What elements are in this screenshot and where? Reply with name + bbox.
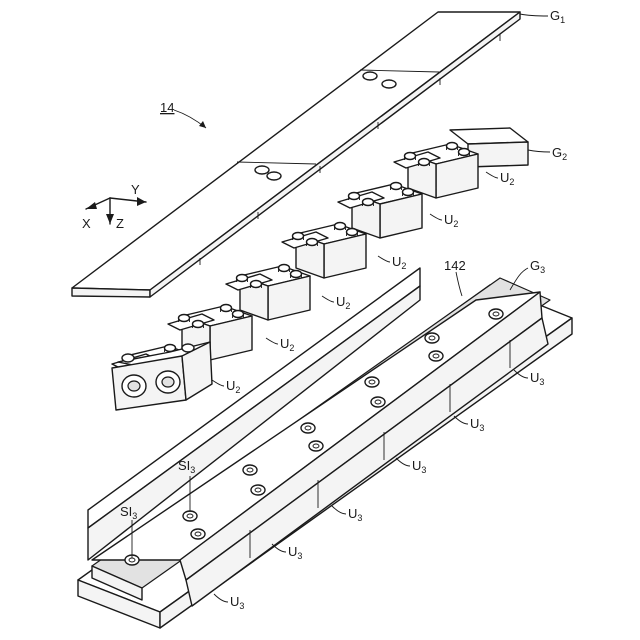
label-u3: U3: [412, 458, 426, 475]
label-u3: U3: [530, 370, 544, 387]
label-u2: U2: [392, 254, 406, 271]
bolt-icon: [447, 143, 458, 151]
bolt-icon: [391, 183, 402, 191]
bolt-icon: [335, 223, 346, 231]
label-g2: G2: [552, 145, 567, 162]
bolt-icon: [301, 423, 315, 433]
axis-x-label: X: [82, 216, 91, 231]
bolt-icon: [279, 265, 290, 273]
bolt-icon: [291, 271, 302, 279]
bolt-icon: [363, 199, 374, 207]
base-rail-g3: [78, 268, 572, 628]
label-u2: U2: [444, 212, 458, 229]
bolt-icon: [309, 441, 323, 451]
bolt-icon: [237, 275, 248, 283]
bolt-icon: [425, 333, 439, 343]
bolt-icon: [251, 485, 265, 495]
bolt-icon: [179, 315, 190, 323]
bolt-icon: [347, 229, 358, 237]
bolt-icon: [193, 321, 204, 329]
bolt-icon: [365, 377, 379, 387]
label-u3: U3: [230, 594, 244, 611]
reference-142: 142: [444, 258, 466, 273]
label-g1: G1: [550, 8, 565, 25]
bolt-icon: [293, 233, 304, 241]
bolt-icon: [243, 465, 257, 475]
label-u3: U3: [288, 544, 302, 561]
bolt-icon: [371, 397, 385, 407]
bolt-icon: [221, 305, 232, 313]
bolt-icon: [233, 311, 244, 319]
reference-14: 14: [160, 100, 174, 115]
bolt-icon: [429, 351, 443, 361]
label-u2: U2: [226, 378, 240, 395]
bolt-icon: [403, 189, 414, 197]
label-u2: U2: [500, 170, 514, 187]
bolt-icon: [405, 153, 416, 161]
label-g3: G3: [530, 258, 545, 275]
label-u3: U3: [470, 416, 484, 433]
bolt-icon: [307, 239, 318, 247]
bolt-icon: [419, 159, 430, 167]
axis-z-label: Z: [116, 216, 124, 231]
bolt-icon: [183, 511, 197, 521]
bolt-icon: [459, 149, 470, 157]
bolt-icon: [251, 281, 262, 289]
label-u3: U3: [348, 506, 362, 523]
bolt-icon: [349, 193, 360, 201]
axis-y-label: Y: [131, 182, 140, 197]
bolt-icon: [191, 529, 205, 539]
unit-u2: [282, 223, 366, 279]
bolt-icon: [489, 309, 503, 319]
label-u2: U2: [336, 294, 350, 311]
label-u2: U2: [280, 336, 294, 353]
